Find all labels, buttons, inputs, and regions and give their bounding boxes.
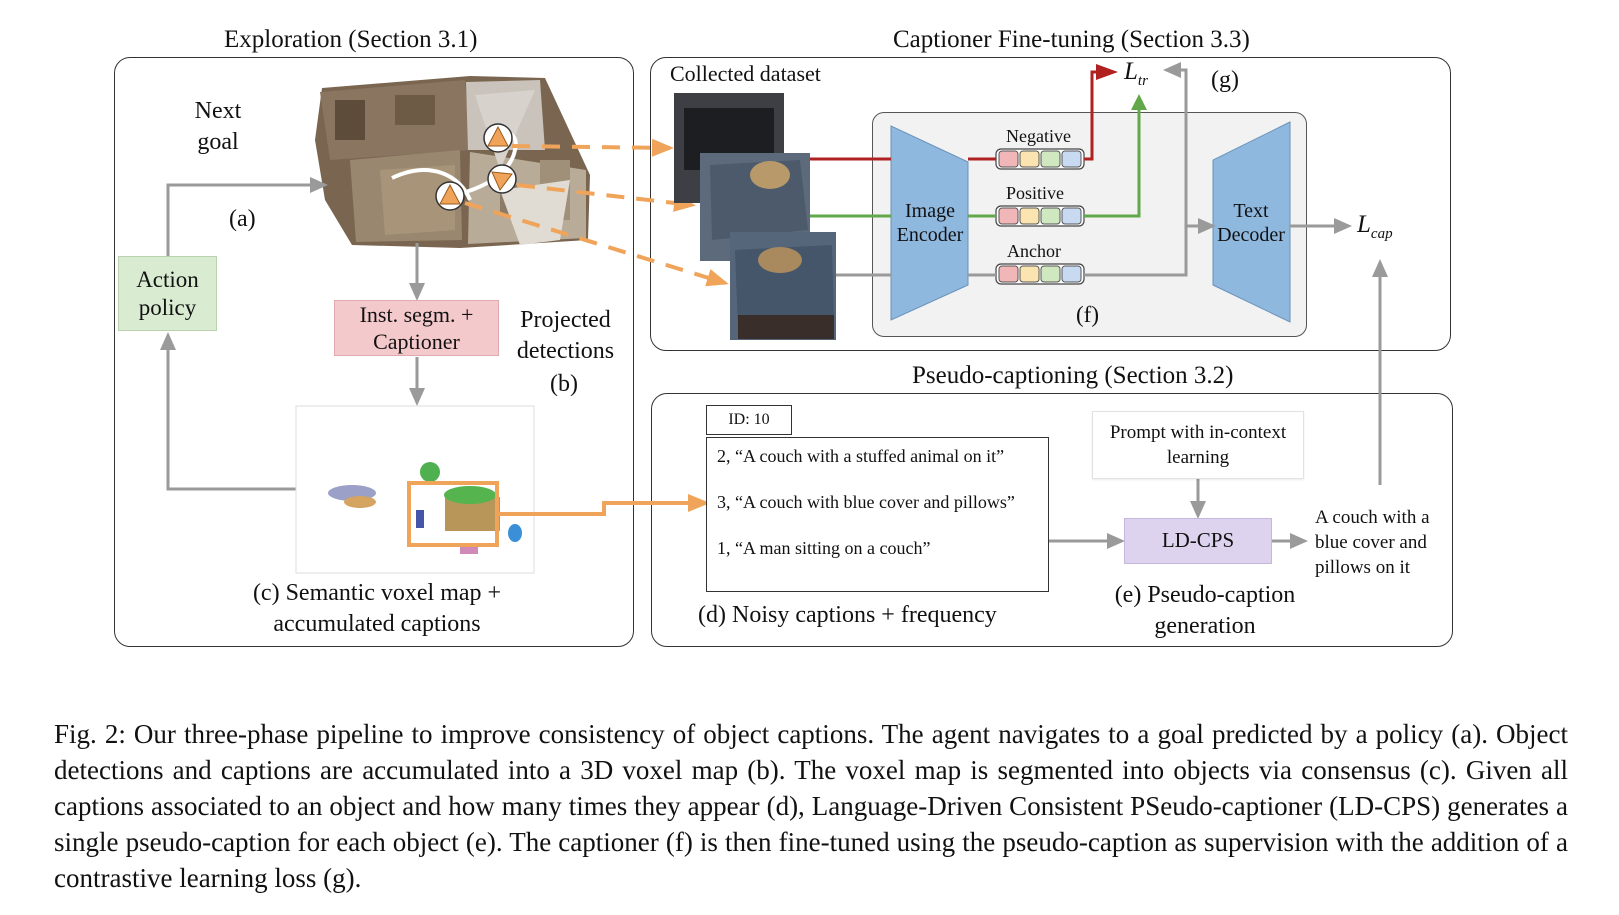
pseudo-lines — [1049, 478, 1308, 549]
loss-cap: Lcap — [1357, 211, 1393, 242]
label-f: (f) — [1076, 302, 1099, 327]
image-encoder-shape — [890, 125, 969, 321]
embedding-negative — [995, 148, 1085, 170]
collected-dataset-label: Collected dataset — [670, 61, 821, 86]
caption-item: 3, “A couch with blue cover and pillows” — [717, 492, 1015, 512]
exploration-title: Exploration (Section 3.1) — [224, 26, 478, 53]
embedding-positive — [995, 205, 1085, 227]
finetuning-title: Captioner Fine-tuning (Section 3.3) — [893, 26, 1250, 53]
label-g: (g) — [1211, 67, 1239, 93]
voxel-map-label: (c) Semantic voxel map +accumulated capt… — [252, 580, 502, 637]
pseudo-title: Pseudo-captioning (Section 3.2) — [912, 362, 1234, 389]
negative-label: Negative — [1006, 126, 1071, 146]
exploration-arrows — [160, 177, 425, 491]
finetuning-lines — [810, 62, 1388, 485]
label-b: (b) — [550, 371, 578, 397]
text-decoder-shape — [1212, 121, 1291, 323]
embedding-anchor — [995, 263, 1085, 285]
noisy-captions-label: (d) Noisy captions + frequency — [698, 602, 997, 628]
inst-segm-captioner-box: Inst. segm. +Captioner — [334, 300, 499, 356]
goal-markers — [435, 123, 517, 211]
projection-arrows — [464, 138, 729, 287]
caption-item: 2, “A couch with a stuffed animal on it” — [717, 446, 1005, 466]
caption-item: 1, “A man sitting on a couch” — [717, 538, 931, 558]
loss-tr: Ltr — [1124, 58, 1148, 89]
house-map-image — [315, 76, 590, 248]
noisy-captions-box: 2, “A couch with a stuffed animal on it”… — [706, 437, 1049, 592]
positive-label: Positive — [1006, 183, 1065, 203]
voxel-to-captions-arrow — [497, 494, 710, 516]
anchor-label: Anchor — [1007, 241, 1061, 261]
label-a: (a) — [229, 206, 256, 232]
dataset-images — [674, 93, 836, 340]
ldcps-box: LD-CPS — [1124, 518, 1272, 564]
voxel-map-image — [295, 405, 535, 574]
figure-caption: Fig. 2: Our three-phase pipeline to impr… — [54, 719, 1568, 893]
id-label-box: ID: 10 — [706, 405, 792, 435]
